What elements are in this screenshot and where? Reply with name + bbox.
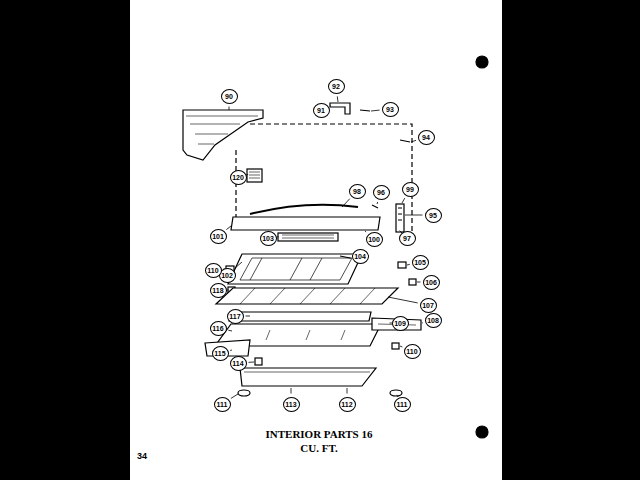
leader-line <box>235 262 242 268</box>
leader-line <box>365 231 366 232</box>
punch-hole <box>476 426 488 438</box>
callout-number: 101 <box>210 229 227 244</box>
leader-line <box>411 140 416 142</box>
callout-number: 104 <box>352 249 369 264</box>
callout-number: 95 <box>425 208 442 223</box>
callout-number: 92 <box>328 79 345 94</box>
callout-number: 103 <box>260 231 277 246</box>
callout-number: 100 <box>366 232 383 247</box>
callout-number: 108 <box>425 313 442 328</box>
leader-line <box>388 297 418 303</box>
diagram-title: INTERIOR PARTS 16 CU. FT. <box>263 427 375 455</box>
callout-number: 118 <box>210 283 227 298</box>
leader-line <box>248 362 254 363</box>
leader-line <box>405 215 423 216</box>
leader-line <box>231 394 238 398</box>
callout-number: 98 <box>349 184 366 199</box>
callout-number: 113 <box>283 397 300 412</box>
callout-number: 107 <box>420 298 437 313</box>
callout-number: 117 <box>227 309 244 324</box>
callout-number: 93 <box>382 102 399 117</box>
callout-number: 90 <box>221 89 238 104</box>
callout-number: 99 <box>402 182 419 197</box>
callout-number: 94 <box>418 130 435 145</box>
leader-line <box>291 388 292 394</box>
leader-line <box>229 107 230 111</box>
leader-line <box>402 198 405 203</box>
callout-number: 114 <box>230 356 247 371</box>
leader-line <box>422 322 424 323</box>
leader-line <box>397 395 398 397</box>
leader-line <box>337 96 339 102</box>
callout-number: 115 <box>212 346 229 361</box>
callout-number: 112 <box>339 397 356 412</box>
callout-number: 110 <box>404 344 421 359</box>
leader-line <box>377 202 379 204</box>
leader-line <box>407 264 410 266</box>
leader-line <box>347 388 348 394</box>
leader-line <box>227 290 229 291</box>
callout-number: 105 <box>412 255 429 270</box>
leader-line <box>400 346 402 348</box>
callout-number: 111 <box>394 397 411 412</box>
leader-line <box>371 110 380 112</box>
callout-number: 96 <box>373 185 390 200</box>
callout-number: 91 <box>313 103 330 118</box>
leader-line <box>228 330 232 332</box>
leader-line <box>342 199 350 207</box>
leader-line <box>350 258 351 259</box>
callout-number: 106 <box>423 275 440 290</box>
callout-number: 120 <box>230 170 247 185</box>
callout-number: 116 <box>210 321 227 336</box>
page-number: 34 <box>137 451 147 461</box>
leader-line <box>330 105 332 106</box>
leader-line <box>230 350 232 351</box>
leader-line <box>226 226 231 230</box>
callout-number: 111 <box>214 397 231 412</box>
callout-number: 110 <box>205 263 222 278</box>
leader-line <box>246 316 251 317</box>
punch-hole <box>476 56 488 68</box>
callout-number: 109 <box>392 316 409 331</box>
leader-line <box>417 282 421 283</box>
callout-number: 97 <box>399 231 416 246</box>
leader-line <box>277 236 278 237</box>
